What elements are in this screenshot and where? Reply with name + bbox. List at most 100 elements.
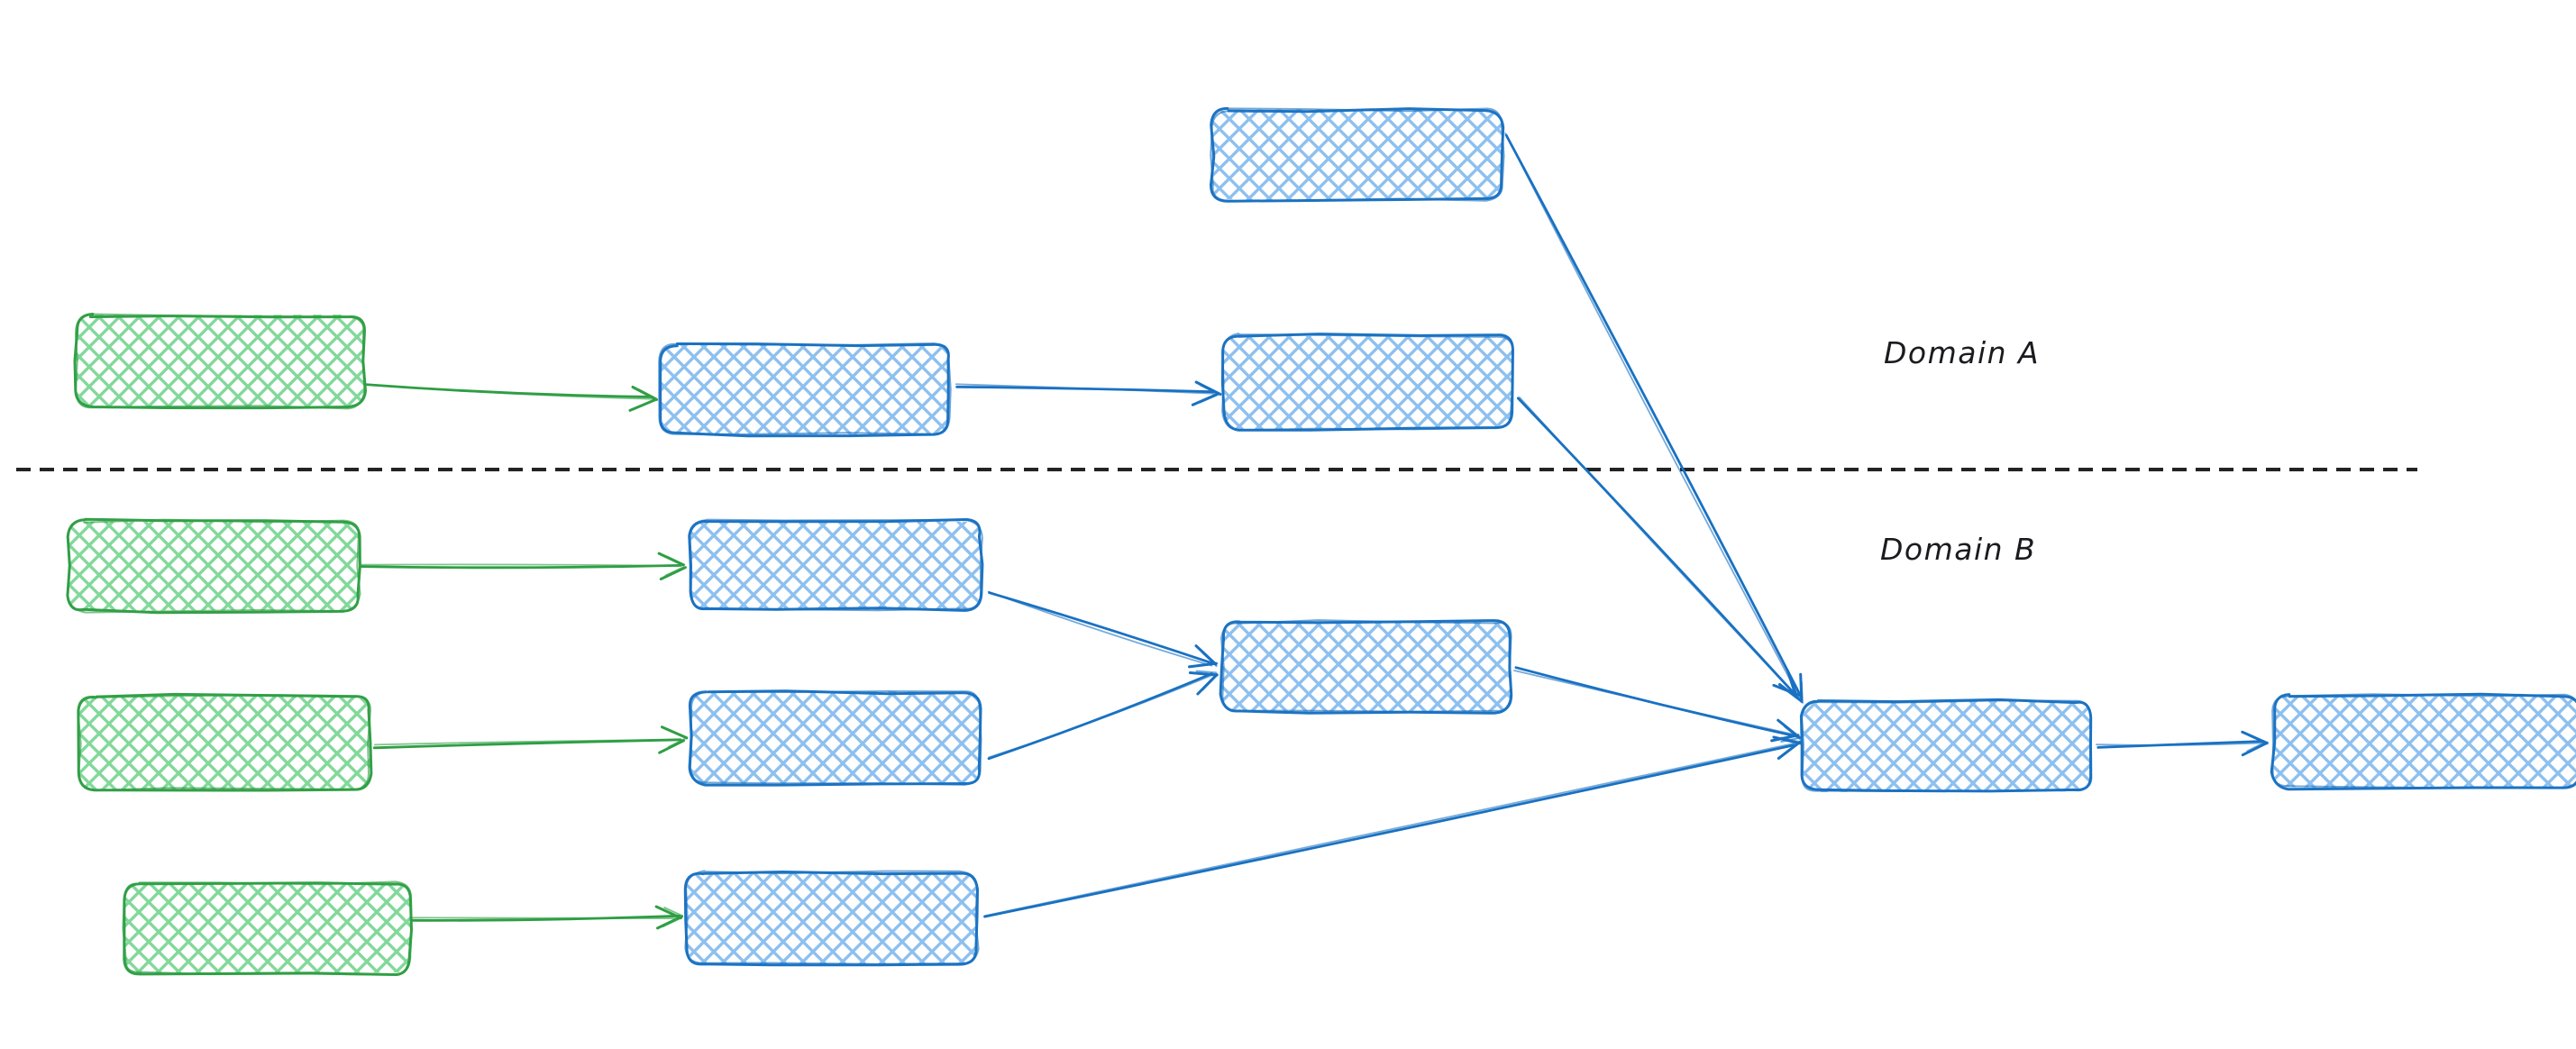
arrowhead-stroke — [658, 739, 685, 754]
edge-line — [412, 917, 680, 919]
node-a-top[interactable] — [1209, 106, 1505, 203]
edge-line — [373, 738, 683, 746]
node-b-merge[interactable] — [1219, 619, 1513, 715]
node-outline — [688, 518, 983, 612]
node-fill — [2273, 695, 2576, 789]
edge-line — [1504, 132, 1801, 699]
edge-e12 — [2096, 730, 2269, 757]
arrowhead-stroke — [656, 915, 684, 930]
edge-line — [955, 386, 1217, 394]
arrowhead-stroke — [664, 566, 685, 577]
arrowhead-stroke — [1195, 670, 1218, 674]
arrowhead-stroke — [659, 566, 687, 580]
arrowhead-stroke — [667, 737, 688, 748]
node-outline — [77, 694, 372, 792]
arrowhead-stroke — [2241, 741, 2269, 757]
node-outline — [1801, 699, 2093, 792]
edge-e11 — [983, 735, 1802, 918]
edge-line — [1513, 670, 1797, 736]
node-fill — [78, 695, 370, 790]
arrowhead-stroke — [1784, 725, 1801, 741]
arrowhead-stroke — [638, 388, 658, 400]
arrowhead-stroke — [1199, 393, 1219, 404]
node-fill — [1223, 334, 1513, 430]
node-outline — [658, 342, 952, 435]
node-outline — [1209, 106, 1505, 203]
edge-e7 — [410, 905, 684, 930]
node-outline — [1210, 107, 1505, 203]
node-fill — [1211, 109, 1503, 201]
arrowhead-stroke — [1188, 671, 1219, 677]
node-b-proc-3[interactable] — [683, 870, 980, 967]
arrowhead-stroke — [663, 907, 683, 917]
edge-line — [410, 914, 681, 922]
edge-line — [361, 383, 653, 398]
node-fill — [123, 882, 412, 974]
domain-label-a: Domain A — [1884, 335, 2041, 370]
node-b-proc-1[interactable] — [688, 518, 984, 612]
domain-label-b: Domain B — [1880, 532, 2037, 567]
edge-line — [362, 383, 654, 400]
node-fill — [686, 871, 978, 965]
arrowhead-stroke — [665, 555, 686, 566]
node-a-src[interactable] — [73, 313, 367, 410]
edge-line — [988, 591, 1213, 665]
arrowhead-stroke — [1790, 678, 1799, 698]
arrowhead-stroke — [1780, 736, 1802, 743]
node-outline — [122, 880, 413, 976]
edge-e3 — [1504, 132, 1804, 704]
node-outline — [66, 518, 361, 614]
node-outline — [1220, 619, 1513, 713]
node-b-src-1[interactable] — [66, 517, 361, 615]
arrowhead-stroke — [1800, 680, 1804, 703]
node-fill — [1802, 700, 2092, 792]
arrowhead-stroke — [1201, 652, 1218, 667]
node-fill — [690, 691, 982, 784]
edge-e5 — [359, 552, 687, 580]
arrowhead-stroke — [1199, 384, 1219, 396]
edge-e4 — [1516, 397, 1801, 698]
node-fill — [1222, 622, 1512, 713]
node-outline — [684, 870, 980, 965]
node-outline — [73, 313, 367, 410]
node-outline — [688, 690, 982, 786]
node-b-src-2[interactable] — [77, 692, 373, 792]
node-fill — [660, 343, 950, 435]
edge-line — [983, 743, 1795, 917]
arrowhead-stroke — [654, 905, 682, 920]
arrowhead-stroke — [662, 917, 681, 928]
edge-line — [1519, 397, 1795, 694]
node-b-src-3[interactable] — [122, 880, 413, 976]
node-outline — [1221, 333, 1514, 432]
edge-line — [2096, 742, 2265, 746]
arrowhead-stroke — [635, 399, 656, 409]
node-b-proc-2[interactable] — [688, 689, 982, 787]
arrowhead-stroke — [1201, 675, 1218, 691]
edge-line — [983, 743, 1795, 918]
arrowhead-stroke — [1772, 735, 1802, 745]
node-a-out[interactable] — [1220, 333, 1514, 432]
node-fill — [690, 520, 982, 610]
node-fill — [76, 315, 364, 408]
edge-line — [1504, 133, 1804, 699]
node-fill — [69, 520, 360, 612]
edge-line — [359, 564, 682, 570]
edge-line — [987, 590, 1213, 667]
node-layer — [66, 106, 2576, 976]
edge-e6 — [372, 725, 689, 754]
node-a-mid[interactable] — [658, 342, 952, 438]
edge-layer — [359, 132, 2269, 930]
edge-line — [359, 563, 682, 567]
node-b-hub[interactable] — [1799, 698, 2093, 793]
node-outline — [74, 313, 366, 410]
edge-e10 — [1513, 666, 1802, 743]
arrowhead-stroke — [2246, 741, 2266, 753]
edge-line — [988, 672, 1216, 759]
arrowhead-stroke — [1783, 741, 1801, 755]
edge-e9 — [987, 670, 1219, 761]
node-b-final[interactable] — [2270, 692, 2576, 791]
edge-e8 — [987, 590, 1219, 669]
edge-line — [955, 383, 1215, 395]
arrowhead-stroke — [1777, 718, 1801, 739]
